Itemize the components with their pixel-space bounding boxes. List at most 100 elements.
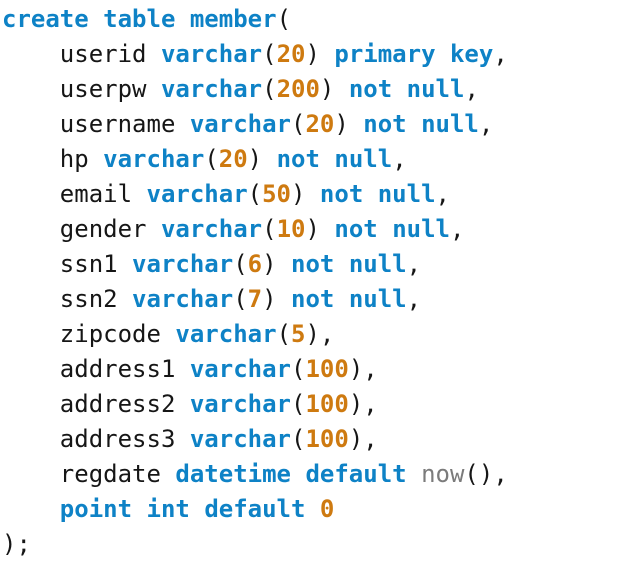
- code-token-keyword: not: [334, 215, 378, 243]
- code-line: ssn2 varchar(7) not null,: [2, 282, 643, 317]
- code-token-whitespace: [2, 390, 60, 418]
- code-token-whitespace: [407, 110, 421, 138]
- code-token-keyword: varchar: [160, 215, 263, 243]
- code-line: zipcode varchar(5),: [2, 317, 643, 352]
- code-line: username varchar(20) not null,: [2, 107, 643, 142]
- code-token-punctuation: ): [291, 180, 306, 208]
- code-token-whitespace: [2, 180, 60, 208]
- code-token-punctuation: ): [334, 110, 349, 138]
- code-token-number: 0: [319, 495, 335, 523]
- code-token-punctuation: ): [305, 40, 320, 68]
- code-token-punctuation: (: [262, 215, 277, 243]
- code-token-keyword: null: [421, 110, 479, 138]
- code-token-whitespace: [175, 5, 189, 33]
- code-token-punctuation: (: [204, 145, 219, 173]
- code-line: point int default 0: [2, 492, 643, 527]
- code-token-number: 50: [262, 180, 292, 208]
- code-token-whitespace: [175, 355, 189, 383]
- code-token-whitespace: [175, 425, 189, 453]
- code-token-whitespace: [175, 390, 189, 418]
- code-token-identifier: address1: [59, 355, 176, 383]
- code-token-keyword: primary: [334, 40, 436, 68]
- code-token-punctuation: (: [276, 5, 292, 33]
- code-token-whitespace: [277, 285, 291, 313]
- code-line: userpw varchar(200) not null,: [2, 72, 643, 107]
- code-token-number: 7: [247, 285, 263, 313]
- code-token-whitespace: [2, 285, 60, 313]
- code-token-punctuation: ): [262, 250, 277, 278]
- code-token-whitespace: [277, 250, 291, 278]
- code-token-whitespace: [147, 215, 161, 243]
- code-token-whitespace: [2, 40, 60, 68]
- code-token-keyword: create: [2, 5, 89, 33]
- code-token-identifier: email: [59, 180, 133, 208]
- code-token-keyword: varchar: [132, 250, 234, 278]
- code-token-keyword: varchar: [146, 180, 248, 208]
- code-token-whitespace: [147, 40, 161, 68]
- code-token-keyword: not: [291, 250, 335, 278]
- code-token-whitespace: [2, 355, 60, 383]
- code-token-keyword: varchar: [189, 425, 291, 453]
- code-token-number: 10: [276, 215, 306, 243]
- code-token-whitespace: [89, 5, 103, 33]
- code-token-identifier: username: [59, 110, 176, 138]
- code-token-keyword: not: [319, 180, 364, 208]
- code-token-whitespace: [392, 75, 406, 103]
- code-token-keyword: varchar: [189, 355, 291, 383]
- code-token-whitespace: [2, 495, 60, 523]
- code-token-whitespace: [320, 145, 334, 173]
- code-token-punctuation: (),: [464, 460, 508, 488]
- code-token-punctuation: ): [305, 215, 320, 243]
- code-token-punctuation: ): [348, 390, 364, 418]
- code-token-keyword: default: [204, 495, 306, 523]
- code-token-punctuation: ,: [363, 355, 378, 383]
- code-token-whitespace: [378, 215, 392, 243]
- code-token-punctuation: ,: [478, 110, 494, 138]
- code-token-punctuation: ): [305, 320, 320, 348]
- code-token-whitespace: [161, 320, 175, 348]
- code-token-keyword: not: [276, 145, 320, 173]
- code-token-number: 6: [247, 250, 263, 278]
- code-token-whitespace: [2, 460, 60, 488]
- code-token-punctuation: ,: [319, 320, 335, 348]
- code-token-punctuation: ,: [493, 40, 508, 68]
- code-token-keyword: key: [449, 40, 494, 68]
- code-token-punctuation: (: [291, 110, 306, 138]
- code-token-keyword: not: [291, 285, 335, 313]
- code-line: email varchar(50) not null,: [2, 177, 643, 212]
- code-token-keyword: varchar: [132, 285, 234, 313]
- code-token-punctuation: (: [262, 75, 277, 103]
- code-token-keyword: datetime: [175, 460, 291, 488]
- code-token-identifier: ssn2: [59, 285, 118, 313]
- code-token-whitespace: [2, 250, 60, 278]
- code-token-keyword: member: [189, 5, 277, 33]
- code-token-builtin-function: now: [421, 460, 465, 488]
- code-token-keyword: varchar: [189, 390, 291, 418]
- code-token-identifier: gender: [59, 215, 147, 243]
- code-token-whitespace: [2, 215, 60, 243]
- code-token-keyword: default: [305, 460, 407, 488]
- code-token-identifier: address2: [59, 390, 176, 418]
- code-line: gender varchar(10) not null,: [2, 212, 643, 247]
- code-token-whitespace: [118, 285, 132, 313]
- code-token-whitespace: [2, 320, 60, 348]
- code-token-identifier: regdate: [59, 460, 161, 488]
- code-line: create table member(: [2, 2, 643, 37]
- code-token-keyword: null: [392, 215, 450, 243]
- code-token-number: 5: [291, 320, 306, 348]
- code-line: ssn1 varchar(6) not null,: [2, 247, 643, 282]
- code-token-whitespace: [262, 145, 276, 173]
- code-token-keyword: null: [348, 250, 407, 278]
- code-token-punctuation: );: [2, 530, 31, 558]
- code-token-keyword: varchar: [160, 40, 263, 68]
- code-line: address1 varchar(100),: [2, 352, 643, 387]
- code-line: userid varchar(20) primary key,: [2, 37, 643, 72]
- code-token-punctuation: ,: [449, 215, 465, 243]
- code-token-identifier: ssn1: [59, 250, 118, 278]
- code-token-identifier: userid: [59, 40, 147, 68]
- code-token-keyword: null: [406, 75, 465, 103]
- code-token-punctuation: ): [319, 75, 335, 103]
- code-token-punctuation: ): [262, 285, 277, 313]
- code-token-whitespace: [175, 110, 189, 138]
- code-token-whitespace: [2, 425, 60, 453]
